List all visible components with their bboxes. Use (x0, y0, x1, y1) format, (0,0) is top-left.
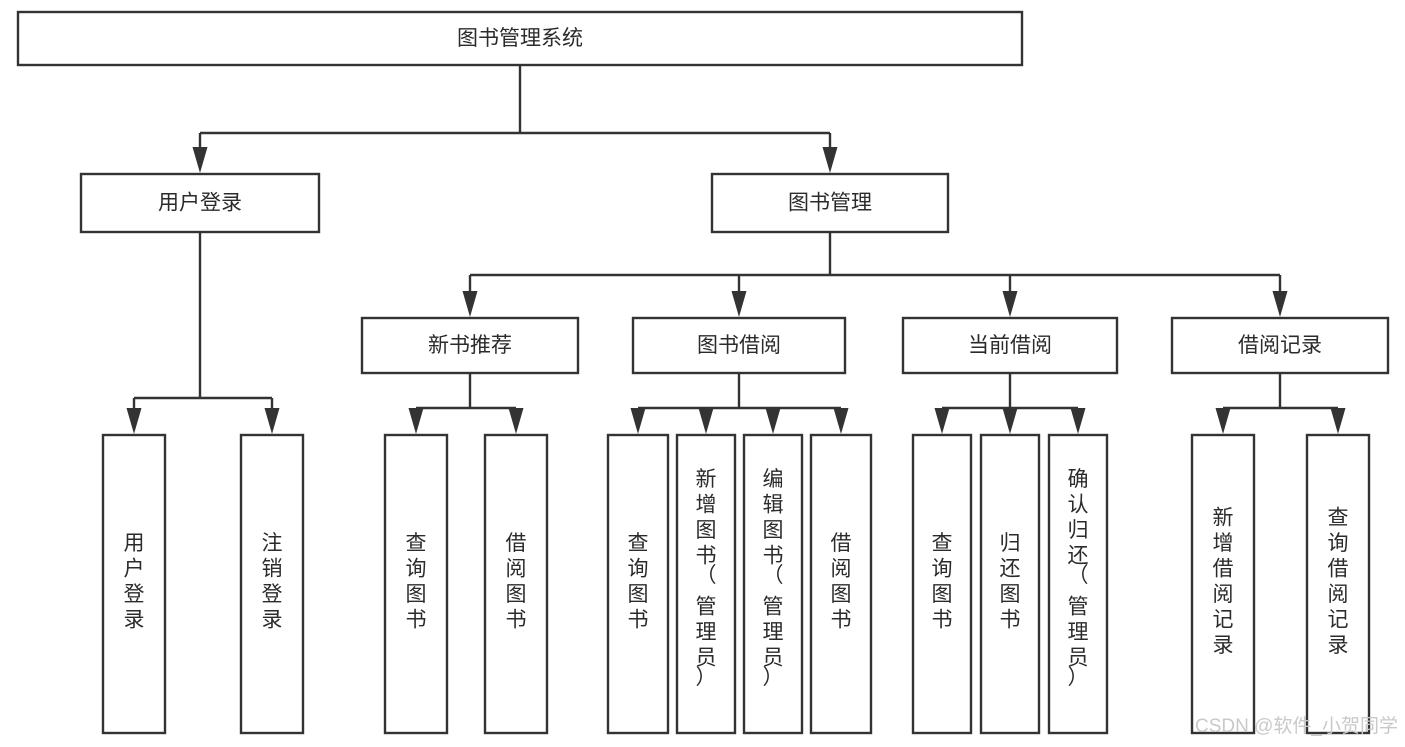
arrow-head-icon (192, 147, 208, 173)
node-book-borrow[interactable]: 图书借阅 (631, 316, 847, 375)
arrow-head-icon (1272, 291, 1288, 317)
node-book-manage[interactable]: 图书管理 (710, 172, 950, 234)
node-label: 用户登录 (158, 192, 242, 215)
node-box[interactable] (675, 433, 737, 735)
node-leaf-add-borrow-record[interactable]: 新增借阅记录 (1190, 433, 1256, 735)
connector-group-new-book-recommend (408, 373, 524, 434)
node-label: 查询图书 (628, 532, 649, 632)
node-box[interactable] (16, 10, 1024, 67)
node-box[interactable] (101, 433, 167, 735)
node-label: 确认归还（管理员） (1068, 468, 1089, 689)
node-leaf-query-book-2[interactable]: 查询图书 (606, 433, 670, 735)
arrow-head-icon (630, 408, 646, 434)
node-box[interactable] (79, 172, 321, 234)
connector-group-book-manage (462, 232, 1288, 317)
node-box[interactable] (631, 316, 847, 375)
node-box[interactable] (606, 433, 670, 735)
node-label: 归还图书 (1000, 532, 1021, 632)
node-leaf-add-book-admin[interactable]: 新增图书（管理员） (675, 433, 737, 735)
arrow-head-icon (1002, 408, 1018, 434)
arrow-head-icon (462, 291, 478, 317)
node-label: 注销登录 (262, 532, 283, 632)
node-label: 借阅图书 (831, 532, 852, 632)
node-new-book-recommend[interactable]: 新书推荐 (360, 316, 580, 375)
node-label: 新增借阅记录 (1213, 506, 1234, 657)
arrow-head-icon (822, 147, 838, 173)
node-label: 图书借阅 (697, 334, 781, 357)
node-box[interactable] (901, 316, 1119, 375)
node-leaf-edit-book-admin[interactable]: 编辑图书（管理员） (742, 433, 804, 735)
node-box[interactable] (979, 433, 1041, 735)
node-label: 新书推荐 (428, 334, 512, 357)
node-label: 查询图书 (406, 532, 427, 632)
node-root[interactable]: 图书管理系统 (16, 10, 1024, 67)
node-label: 借阅记录 (1238, 334, 1322, 357)
node-leaf-query-book-3[interactable]: 查询图书 (911, 433, 973, 735)
arrow-head-icon (731, 291, 747, 317)
node-label: 查询图书 (932, 532, 953, 632)
node-label: 用户登录 (124, 532, 145, 632)
arrow-head-icon (1215, 408, 1231, 434)
node-box[interactable] (483, 433, 549, 735)
node-leaf-logout[interactable]: 注销登录 (239, 433, 305, 735)
node-leaf-borrow-book-2[interactable]: 借阅图书 (809, 433, 873, 735)
node-label: 图书管理 (788, 192, 872, 215)
node-borrow-record[interactable]: 借阅记录 (1170, 316, 1390, 375)
node-leaf-user-login[interactable]: 用户登录 (101, 433, 167, 735)
node-box[interactable] (1047, 433, 1109, 735)
arrow-head-icon (1002, 291, 1018, 317)
node-leaf-query-book-1[interactable]: 查询图书 (383, 433, 449, 735)
node-user-login[interactable]: 用户登录 (79, 172, 321, 234)
arrow-head-icon (126, 408, 142, 434)
arrow-head-icon (508, 408, 524, 434)
arrow-head-icon (264, 408, 280, 434)
node-box[interactable] (1170, 316, 1390, 375)
connector-group-user-login (126, 232, 280, 434)
node-label: 编辑图书（管理员） (763, 468, 784, 689)
node-box[interactable] (809, 433, 873, 735)
connector-group-current-borrow (934, 373, 1086, 434)
arrow-head-icon (934, 408, 950, 434)
node-leaf-confirm-return-admin[interactable]: 确认归还（管理员） (1047, 433, 1109, 735)
connector-group-book-borrow (630, 373, 849, 434)
node-layer: 图书管理系统用户登录图书管理新书推荐图书借阅当前借阅借阅记录用户登录注销登录查询… (16, 10, 1390, 735)
node-label: 当前借阅 (968, 334, 1052, 357)
csdn-watermark: CSDN @软件_小贺同学 (1195, 715, 1398, 737)
node-leaf-return-book[interactable]: 归还图书 (979, 433, 1041, 735)
node-box[interactable] (1190, 433, 1256, 735)
connector-group-root (192, 65, 838, 173)
node-label: 图书管理系统 (457, 27, 583, 50)
arrow-head-icon (1070, 408, 1086, 434)
node-box[interactable] (1305, 433, 1371, 735)
node-label: 借阅图书 (506, 532, 527, 632)
arrow-head-icon (1330, 408, 1346, 434)
node-leaf-query-borrow-record[interactable]: 查询借阅记录 (1305, 433, 1371, 735)
node-label: 查询借阅记录 (1328, 506, 1349, 657)
node-box[interactable] (710, 172, 950, 234)
node-box[interactable] (360, 316, 580, 375)
node-current-borrow[interactable]: 当前借阅 (901, 316, 1119, 375)
node-box[interactable] (383, 433, 449, 735)
node-leaf-borrow-book-1[interactable]: 借阅图书 (483, 433, 549, 735)
arrow-head-icon (833, 408, 849, 434)
arrow-head-icon (698, 408, 714, 434)
arrow-head-icon (408, 408, 424, 434)
node-box[interactable] (239, 433, 305, 735)
connector-layer (126, 65, 1346, 434)
node-box[interactable] (911, 433, 973, 735)
connector-group-borrow-record (1215, 373, 1346, 434)
node-box[interactable] (742, 433, 804, 735)
node-label: 新增图书（管理员） (696, 468, 717, 689)
arrow-head-icon (765, 408, 781, 434)
